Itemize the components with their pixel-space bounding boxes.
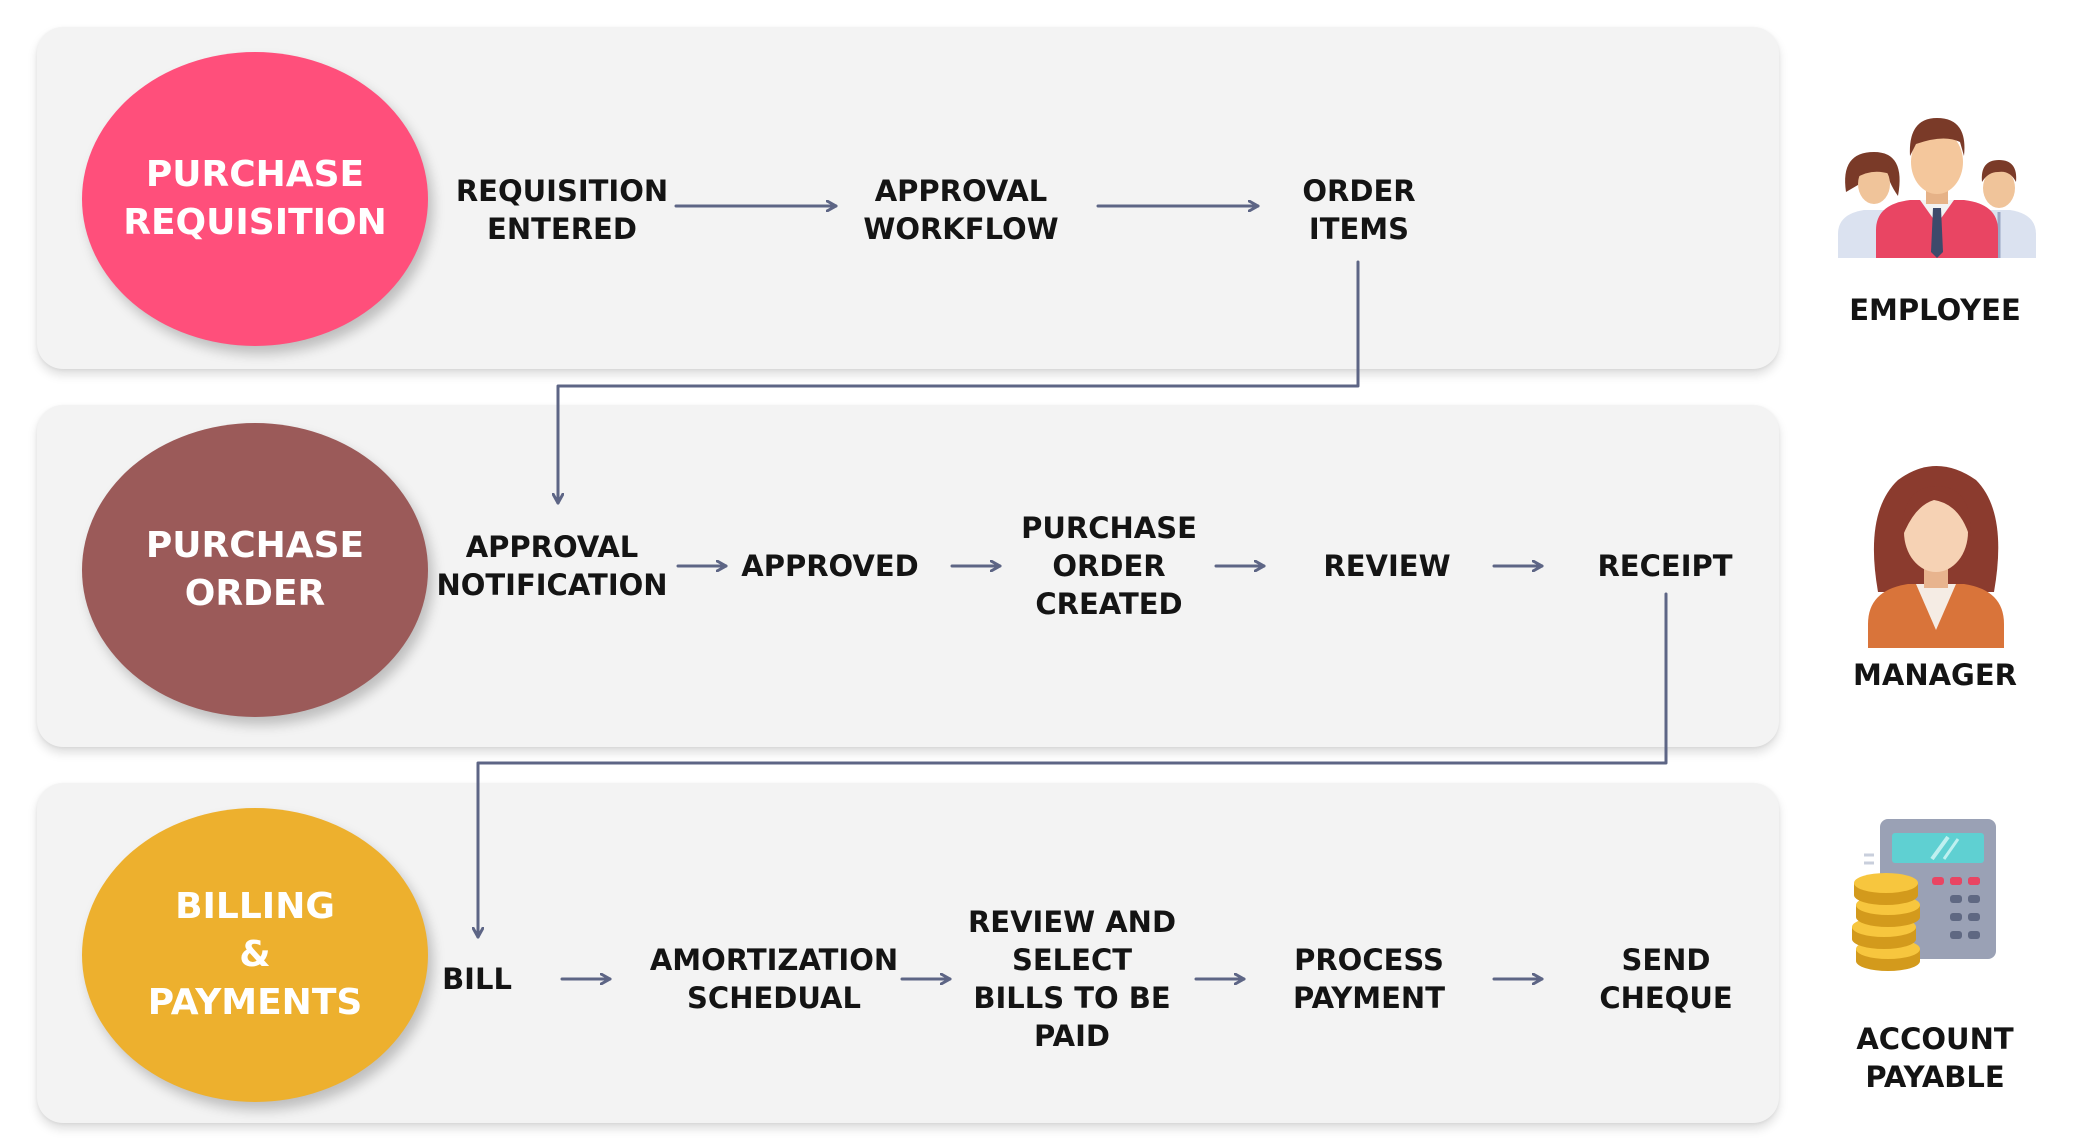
step-amortization-schedual: AMORTIZATION SCHEDUAL bbox=[649, 943, 899, 1015]
step-requisition-entered: REQUISITION ENTERED bbox=[455, 174, 669, 246]
role-label-employee: EMPLOYEE bbox=[1849, 293, 2021, 327]
step-order-items: ORDER ITEMS bbox=[1302, 174, 1416, 246]
stage-title-line: PURCHASE bbox=[145, 154, 365, 195]
step-approval-notification: APPROVAL NOTIFICATION bbox=[436, 530, 668, 602]
role-label-manager: MANAGER bbox=[1853, 658, 2017, 692]
stage-circle-billing-payments: BILLING & PAYMENTS bbox=[82, 808, 428, 1102]
manager-woman-icon bbox=[1868, 466, 2004, 648]
role-label-account-payable: ACCOUNT PAYABLE bbox=[1856, 1022, 2014, 1094]
stage-title-line: REQUISITION bbox=[123, 202, 387, 243]
step-receipt: RECEIPT bbox=[1597, 549, 1733, 583]
step-purchase-order-created: PURCHASE ORDER CREATED bbox=[1021, 511, 1197, 621]
step-process-payment: PROCESS PAYMENT bbox=[1293, 943, 1445, 1015]
step-send-cheque: SEND CHEQUE bbox=[1599, 943, 1733, 1015]
stage-title-line: BILLING bbox=[175, 886, 335, 927]
calculator-coins-icon bbox=[1852, 819, 1996, 971]
stage-title-line: PURCHASE bbox=[145, 525, 365, 566]
stage-circle-purchase-order: PURCHASE ORDER bbox=[82, 423, 428, 717]
stage-title-line: & bbox=[239, 934, 271, 975]
connector-receipt-to-bill bbox=[478, 592, 1668, 939]
step-approved: APPROVED bbox=[741, 549, 919, 583]
people-group-icon bbox=[1838, 118, 2036, 258]
stage-circle-purchase-requisition: PURCHASE REQUISITION bbox=[82, 52, 428, 346]
step-review-and-select-bills: REVIEW AND SELECT BILLS TO BE PAID bbox=[967, 905, 1177, 1053]
step-bill: BILL bbox=[442, 962, 512, 996]
connector-order-items-to-approval-notification bbox=[558, 260, 1360, 505]
stage-title-line: PAYMENTS bbox=[147, 982, 363, 1023]
step-approval-workflow: APPROVAL WORKFLOW bbox=[863, 174, 1059, 246]
stage-title-line: ORDER bbox=[184, 573, 326, 614]
step-review: REVIEW bbox=[1323, 549, 1451, 583]
